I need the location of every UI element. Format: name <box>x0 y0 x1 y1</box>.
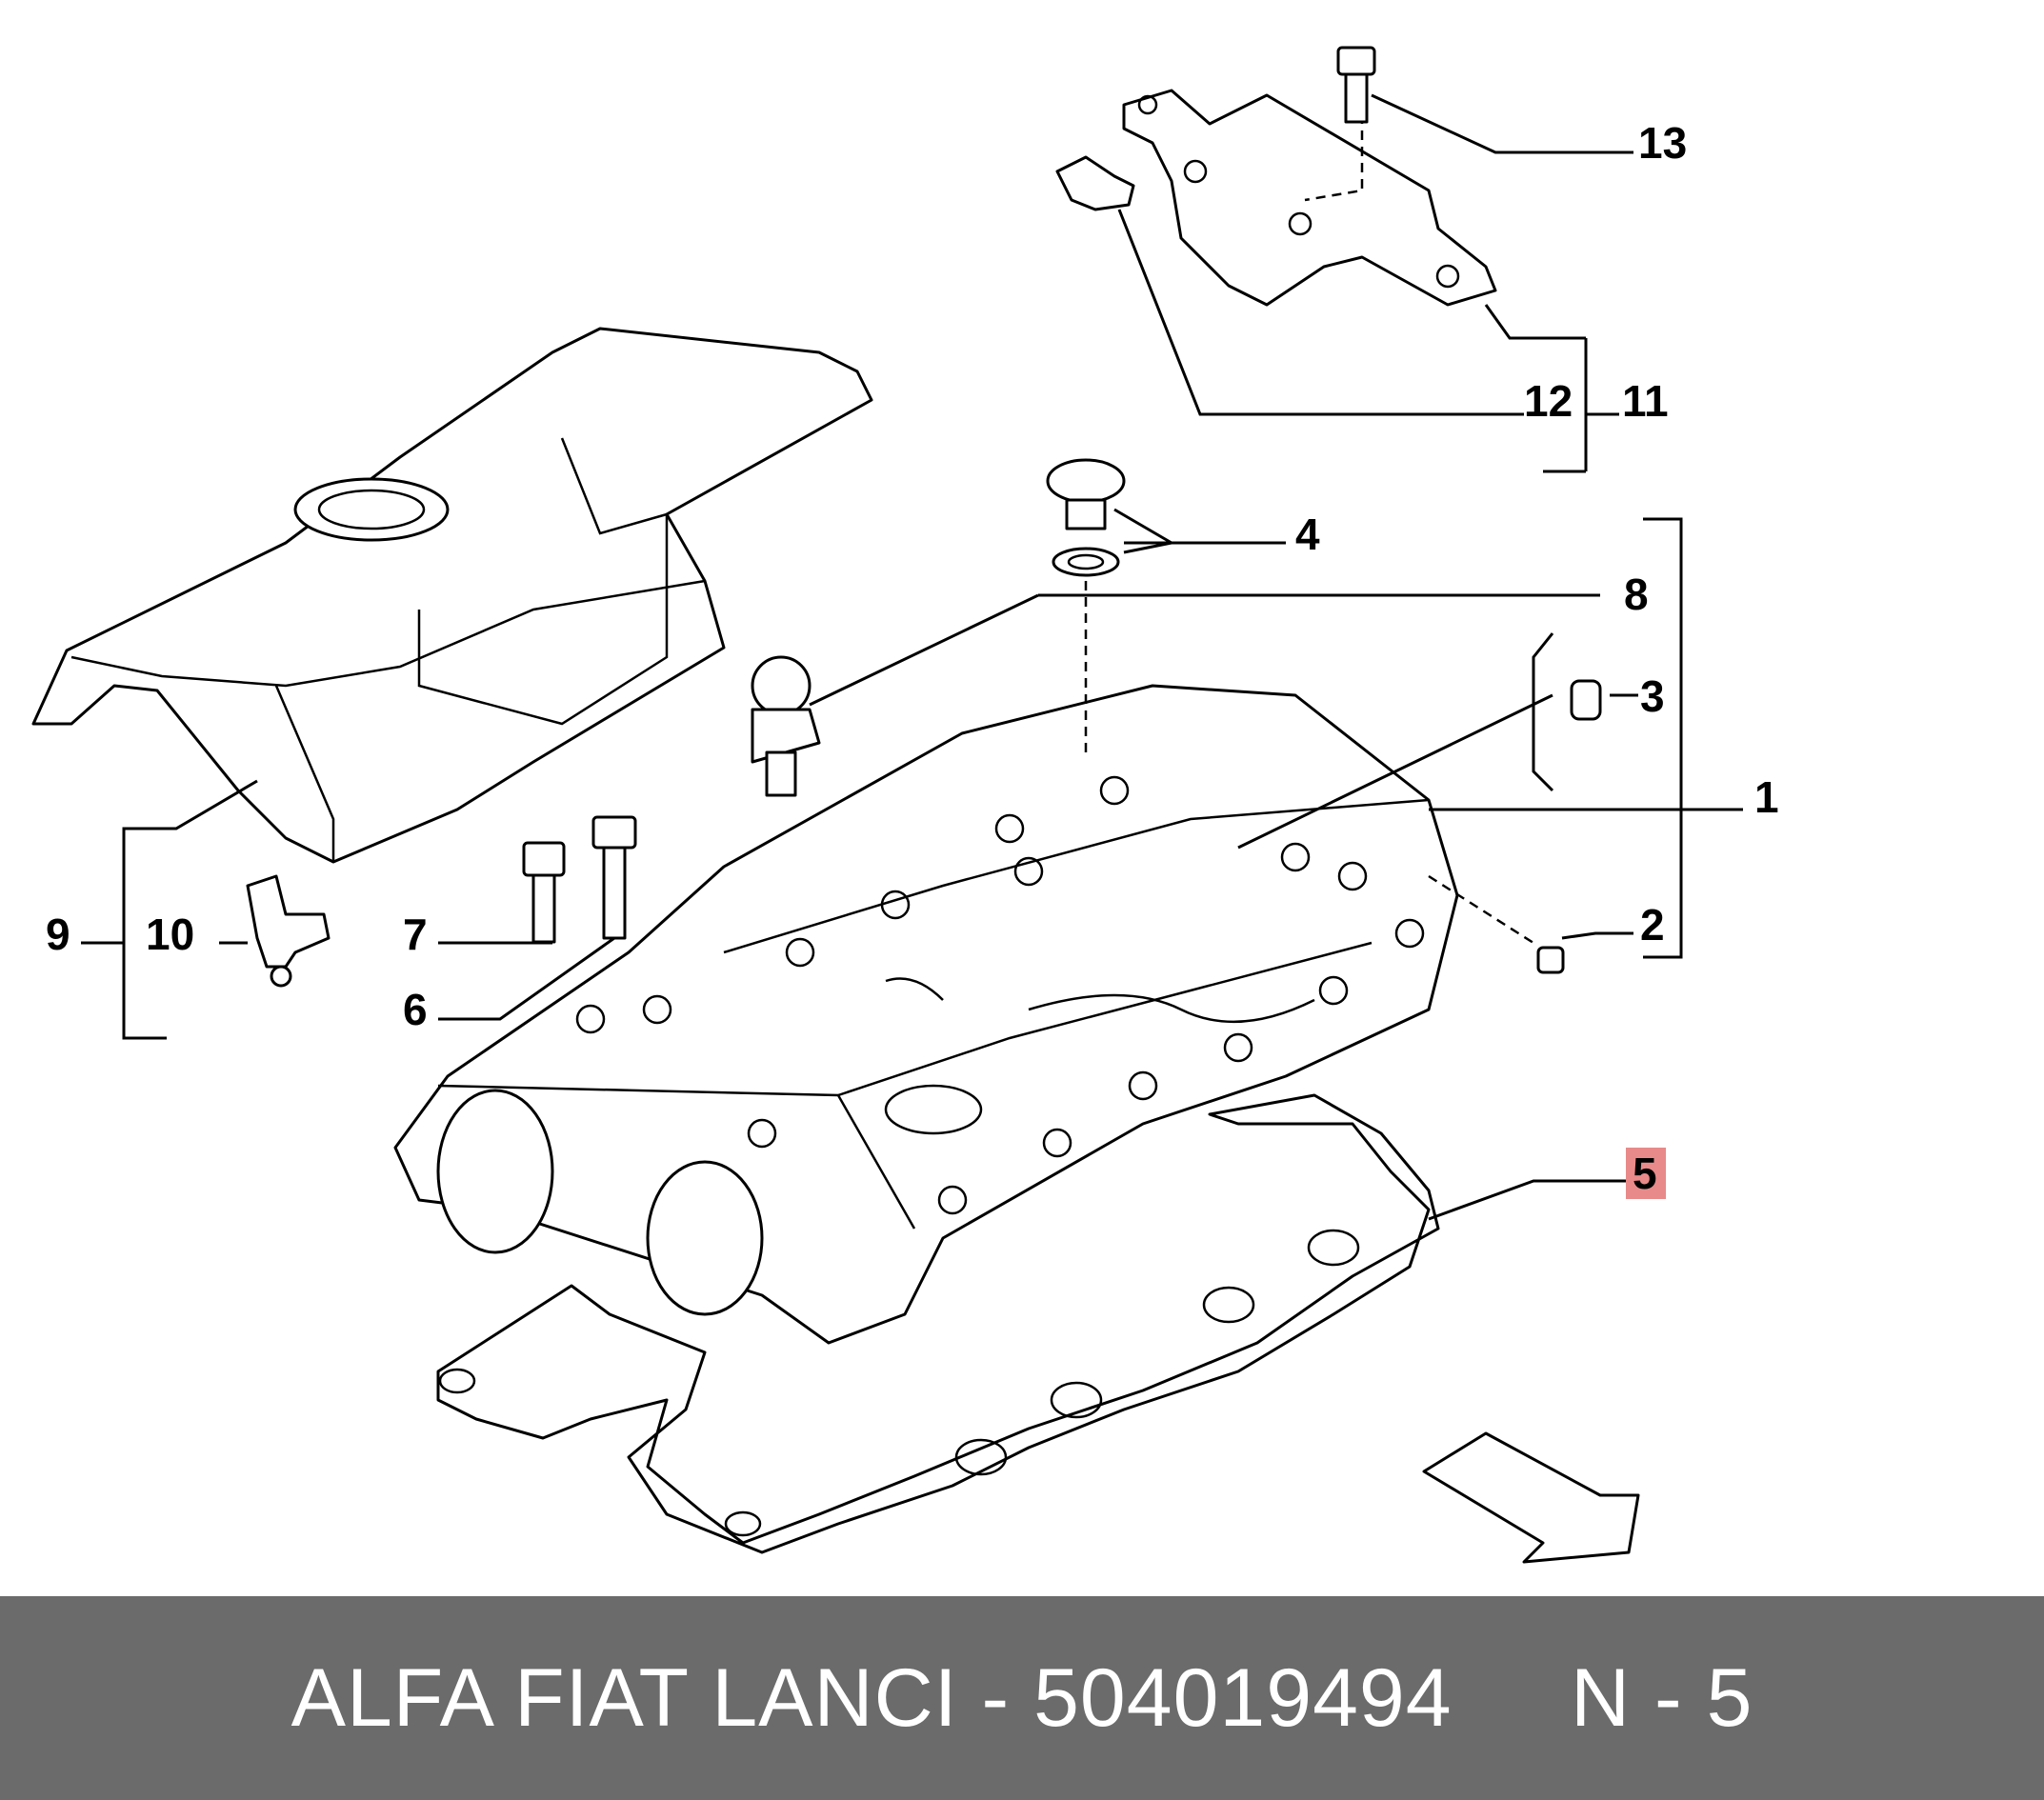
callout-3: 3 <box>1640 671 1665 721</box>
bolt-13 <box>1336 46 1376 124</box>
callout-10: 10 <box>146 910 194 959</box>
callout-5: 5 <box>1633 1149 1657 1198</box>
callout-2: 2 <box>1640 900 1665 950</box>
cam-cover <box>393 684 1459 1345</box>
cap-4 <box>1046 458 1126 752</box>
direction-arrow <box>1422 1431 1640 1564</box>
exploded-parts-diagram: 1 2 3 4 5 6 7 8 9 10 11 12 13 <box>31 46 1779 1564</box>
callout-8: 8 <box>1624 570 1649 619</box>
engine-cover <box>31 327 873 864</box>
gasket <box>436 1093 1440 1554</box>
footer-caption: ALFA FIAT LANCI - 504019494 N - 5 <box>291 1651 1753 1746</box>
leader-lines <box>81 93 1743 1221</box>
callout-13: 13 <box>1638 118 1687 168</box>
position-text: N - 5 <box>1571 1651 1753 1744</box>
callout-9: 9 <box>46 910 70 959</box>
separator-text: - <box>957 1651 1034 1744</box>
brand-text: ALFA FIAT LANCI <box>291 1651 958 1744</box>
callout-labels: 1 2 3 4 5 6 7 8 9 10 11 12 13 <box>46 118 1779 1198</box>
ball-stud-8 <box>751 655 821 797</box>
part-number-text: 504019494 <box>1033 1651 1453 1744</box>
bolt-holes <box>575 775 1425 1215</box>
plug-3 <box>1570 679 1602 721</box>
bracket <box>1122 89 1497 307</box>
callout-6: 6 <box>403 985 428 1034</box>
bolt-7 <box>522 841 566 944</box>
nipple-12 <box>1055 155 1135 211</box>
screw-2 <box>1536 946 1565 974</box>
bolt-6 <box>591 815 637 940</box>
clip-10 <box>246 874 331 988</box>
callout-highlight <box>1626 1148 1666 1199</box>
callout-1: 1 <box>1754 772 1779 822</box>
callout-4: 4 <box>1295 510 1320 559</box>
callout-11: 11 <box>1622 376 1669 426</box>
footer-bar: ALFA FIAT LANCI - 504019494 N - 5 <box>0 1596 2044 1800</box>
callout-7: 7 <box>403 910 428 959</box>
callout-12: 12 <box>1524 376 1573 426</box>
